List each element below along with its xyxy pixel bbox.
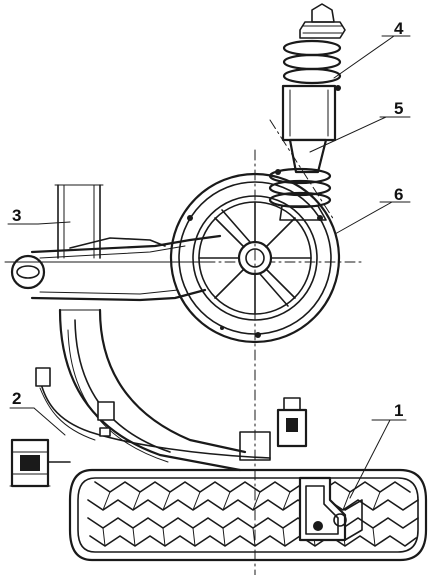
tire xyxy=(68,468,428,562)
shock-absorber xyxy=(268,3,346,221)
callout-3: 3 xyxy=(12,206,22,225)
leader-lines xyxy=(7,35,411,499)
swing-arm xyxy=(9,234,222,302)
frame-tube xyxy=(54,184,104,259)
callout-1: 1 xyxy=(394,401,404,420)
callout-4: 4 xyxy=(394,19,404,38)
hub-fitting xyxy=(239,397,308,461)
brake-cable xyxy=(35,367,271,459)
brake-actuator xyxy=(9,438,71,488)
chain-guard xyxy=(58,308,247,472)
callout-5: 5 xyxy=(394,99,404,118)
callout-6: 6 xyxy=(394,185,404,204)
callout-2: 2 xyxy=(12,389,22,408)
